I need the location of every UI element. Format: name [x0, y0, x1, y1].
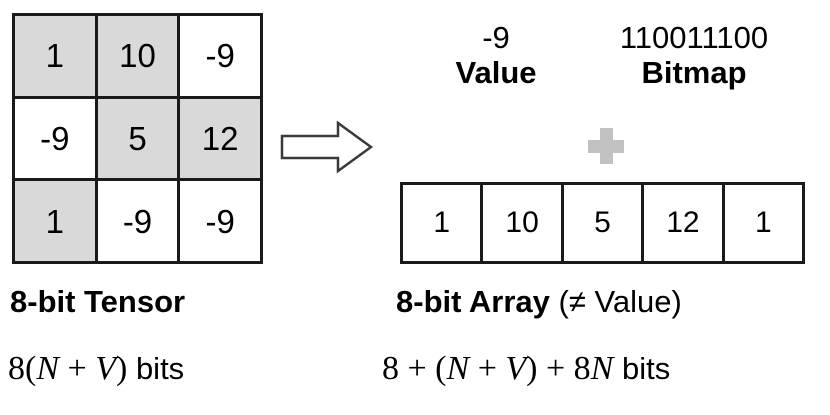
array-cell: 12: [644, 185, 725, 264]
tensor-grid: 1 10 -9 -9 5 12 1 -9 -9: [12, 13, 263, 264]
array-formula-close: ) + 8: [526, 350, 591, 387]
tensor-formula-var-v: V: [95, 350, 116, 387]
bitmap-label: Bitmap: [641, 54, 747, 90]
tensor-cost-formula: 8(N + V) bits: [8, 352, 184, 386]
array-cell: 10: [483, 185, 564, 264]
value-label: Value: [455, 54, 537, 90]
array-formula-space: [613, 351, 622, 386]
tensor-formula-var-n: N: [36, 350, 60, 387]
tensor-cell: -9: [180, 181, 263, 264]
tensor-caption: 8-bit Tensor: [10, 286, 185, 317]
right-block-arrow-icon: [280, 120, 374, 174]
tensor-cell: -9: [15, 98, 98, 182]
plus-icon-vertical-bar: [600, 128, 613, 164]
array-formula-units-text: bits: [621, 351, 671, 386]
array-formula-lead: 8 + (: [382, 350, 447, 387]
tensor-cell: 12: [180, 98, 263, 182]
array-formula-var-n2: N: [590, 350, 614, 387]
bitmap-label-group: 110011100 Bitmap: [576, 22, 812, 88]
tensor-formula-prefix: 8(: [8, 350, 37, 387]
array-caption-bold: 8-bit Array: [396, 284, 550, 319]
value-number: -9: [482, 20, 510, 55]
array-cost-formula: 8 + (N + V) + 8N bits: [382, 352, 670, 386]
tensor-cell: 10: [97, 16, 181, 99]
tensor-cell: 1: [15, 181, 98, 264]
bitmap-bits: 110011100: [619, 20, 769, 55]
tensor-formula-suffix: ): [115, 350, 128, 387]
tensor-caption-bold: 8-bit Tensor: [10, 284, 186, 319]
tensor-cell: 5: [97, 98, 181, 182]
array-caption-regular: (≠ Value): [549, 284, 682, 319]
tensor-cell: 1: [15, 16, 98, 99]
tensor-cell: -9: [97, 181, 181, 264]
tensor-formula-op: +: [59, 350, 96, 387]
array-formula-op: +: [469, 350, 506, 387]
tensor-formula-units: [127, 351, 136, 386]
value-label-group: -9 Value: [406, 22, 586, 88]
tensor-formula-units-text: bits: [135, 351, 185, 386]
array-formula-var-n1: N: [446, 350, 470, 387]
array-cell: 1: [724, 185, 805, 264]
array-formula-var-v: V: [505, 350, 527, 387]
tensor-cell: -9: [180, 16, 263, 99]
array-cell: 1: [403, 185, 484, 264]
value-array: 1 10 5 12 1: [400, 182, 805, 264]
plus-icon: [588, 128, 624, 164]
array-cell: 5: [563, 185, 645, 264]
array-caption: 8-bit Array (≠ Value): [396, 286, 682, 317]
